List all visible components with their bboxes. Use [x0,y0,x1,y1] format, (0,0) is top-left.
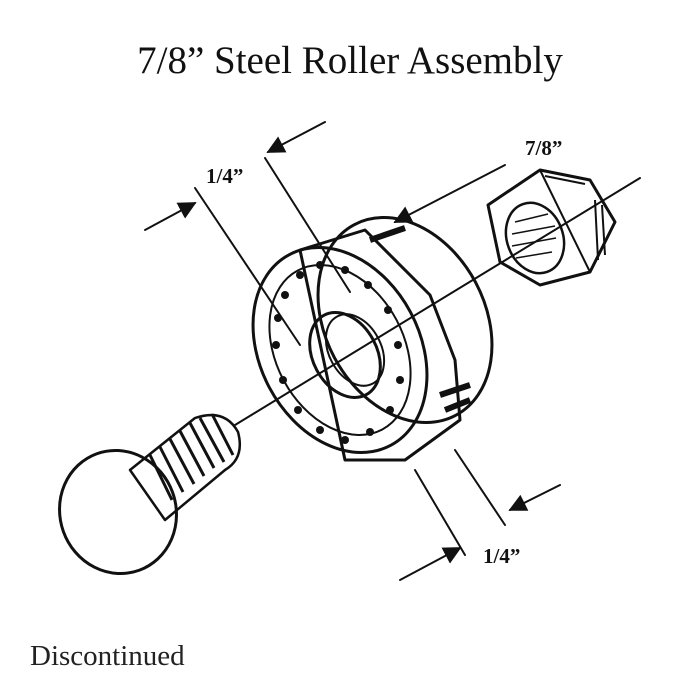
bolt-threads [148,413,235,501]
label-outer-diameter: 7/8” [525,136,562,160]
roller-bore [308,311,382,399]
label-bottom-width: 1/4” [483,544,520,568]
label-top-width: 1/4” [206,164,243,188]
axis-line [234,177,641,426]
ball-bearings [272,261,404,444]
roller-front-face [251,246,429,454]
dimension-outer-diameter: 7/8” [393,136,562,223]
roller-band-shading [369,225,472,413]
hex-nut [486,168,617,287]
discontinued-status: Discontinued [30,640,185,672]
bearing-roller [251,216,494,462]
carriage-bolt [58,413,242,576]
bolt-head [58,448,178,576]
diagram-title: 7/8” Steel Roller Assembly [137,39,563,82]
dimension-top-width: 1/4” [144,121,351,346]
nut-shading [544,175,606,261]
dimension-bottom-width: 1/4” [399,449,561,581]
nut-thread-hole [504,201,566,275]
